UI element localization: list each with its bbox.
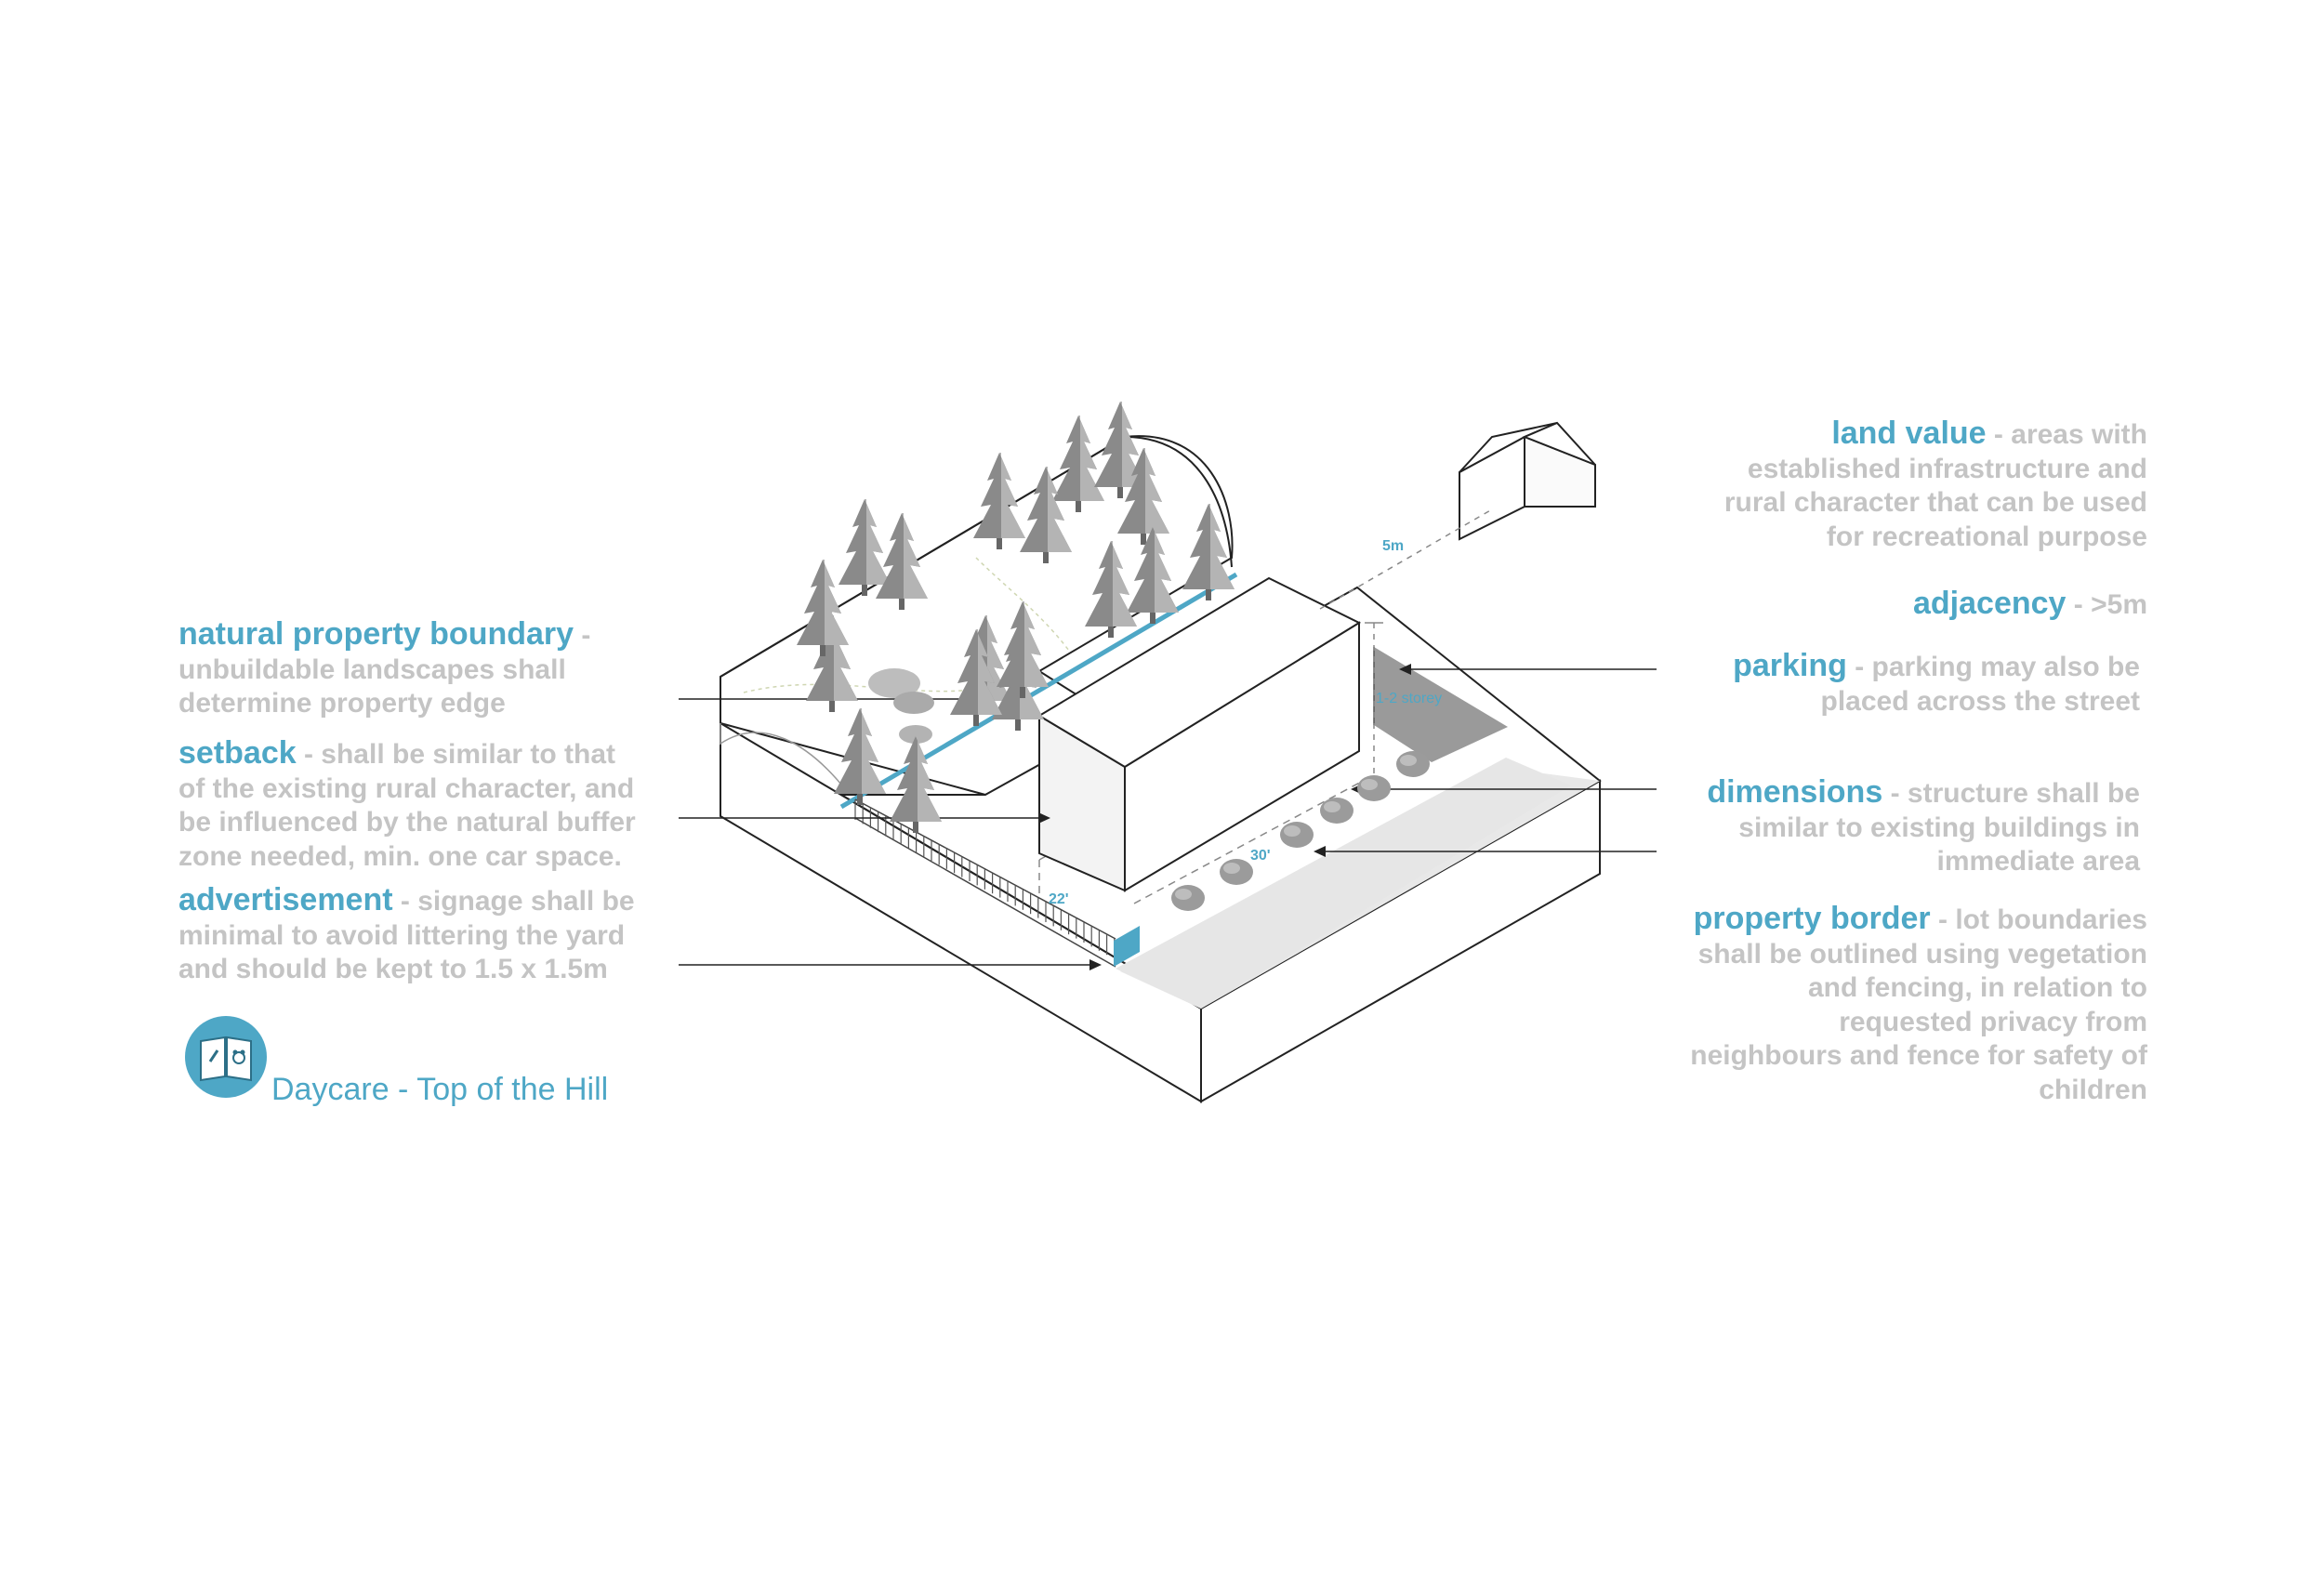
note-setback: setback - shall be similar to that of th… [178, 736, 636, 874]
note-heading: land value [1831, 416, 1987, 451]
shrub-icon [1357, 775, 1391, 801]
note-heading: natural property boundary [178, 616, 574, 652]
hillside-edge [1124, 436, 1233, 568]
note-line: be influenced by the natural buffer [178, 807, 636, 838]
note-heading: dimensions [1707, 774, 1883, 810]
note-dimensions: dimensions - structure shall be similar … [1707, 775, 2140, 879]
width-dim-line [1133, 778, 1367, 904]
note-line: - structure shall be [1882, 778, 2140, 809]
note-heading: property border [1693, 901, 1931, 936]
note-advertisement: advertisement - signage shall be minimal… [178, 883, 635, 987]
note-line: immediate area [1936, 846, 2140, 877]
neighbour-distance-label: 5m [1382, 538, 1404, 554]
note-heading: parking [1733, 648, 1847, 683]
note-adjacency: adjacency - >5m [1913, 587, 2147, 623]
brand-name: Daycare - Top of the Hill [271, 1072, 609, 1107]
parking-area [1374, 647, 1508, 762]
note-dash: - [574, 620, 591, 651]
note-line: for recreational purpose [1826, 521, 2147, 552]
note-line: unbuildable landscapes shall [178, 653, 566, 685]
signage-board [1114, 926, 1140, 967]
note-line: placed across the street [1820, 685, 2141, 717]
note-property-border: property border - lot boundaries shall b… [1690, 902, 2147, 1107]
book-icon [185, 1016, 267, 1098]
note-line: - areas with [1986, 419, 2147, 450]
note-line: and fencing, in relation to [1807, 972, 2147, 1003]
shrub-icon [1220, 859, 1253, 885]
note-natural-property-boundary: natural property boundary - unbuildable … [178, 617, 590, 721]
note-line: neighbours and fence for safety of [1690, 1040, 2147, 1071]
rock-3 [899, 725, 932, 744]
side-depth-label: 22' [1049, 891, 1069, 907]
note-line: zone needed, min. one car space. [178, 840, 622, 872]
shrub-icon [1280, 822, 1314, 848]
front-yard [1116, 758, 1571, 1009]
note-line: - lot boundaries [1930, 904, 2147, 935]
note-line: of the existing rural character, and [178, 772, 635, 804]
note-line: - signage shall be [392, 886, 635, 917]
note-line: - parking may also be [1846, 652, 2140, 682]
note-line: minimal to avoid littering the yard [178, 919, 626, 951]
note-heading: adjacency [1913, 586, 2067, 621]
note-parking: parking - parking may also be placed acr… [1733, 649, 2140, 719]
shrub-icon [1171, 885, 1205, 911]
building-roof [1037, 576, 1362, 769]
note-line: - shall be similar to that [296, 739, 616, 770]
front-width-label: 30' [1250, 848, 1271, 864]
note-line: rural character that can be used [1723, 487, 2147, 518]
tree-icon [838, 499, 891, 596]
height-label: 1-2 storey [1376, 691, 1442, 706]
note-line: - >5m [2066, 589, 2147, 620]
note-heading: advertisement [178, 882, 393, 917]
leader-arrowheads [1015, 664, 1411, 970]
natural-boundary-line [839, 572, 1238, 810]
note-line: similar to existing buildings in [1738, 811, 2140, 843]
note-line: requested privacy from [1839, 1006, 2147, 1037]
note-land-value: land value - areas with established infr… [1724, 416, 2147, 554]
note-line: determine property edge [178, 688, 506, 719]
rock-1 [868, 668, 920, 698]
neighbour-house [1459, 421, 1596, 541]
rock-2 [893, 692, 934, 714]
note-line: shall be outlined using vegetation [1697, 938, 2147, 970]
shrub-icon [1396, 751, 1430, 777]
note-line: established infrastructure and [1747, 453, 2147, 484]
note-line: children [2039, 1074, 2147, 1105]
note-line: and should be kept to 1.5 x 1.5m [178, 954, 608, 984]
note-heading: setback [178, 735, 297, 771]
shrub-icon [1320, 798, 1353, 824]
hill-section-cut [720, 677, 847, 791]
fence-pickets [854, 799, 1116, 959]
